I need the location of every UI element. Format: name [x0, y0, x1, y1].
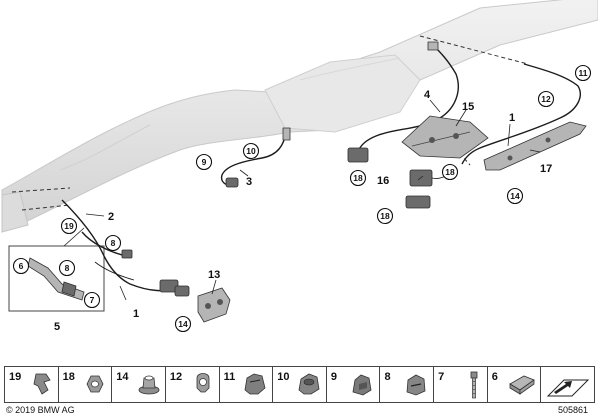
legend-number: 12 [169, 371, 183, 383]
legend-number: 18 [62, 371, 75, 383]
callout-circle-18-b: 18 [441, 163, 459, 181]
legend-number: 14 [116, 371, 129, 383]
callout-15: 15 [462, 101, 474, 113]
legend-number: 9 [330, 371, 337, 383]
parts-legend: 19 18 14 12 11 10 [4, 366, 595, 403]
clip-icon [33, 373, 51, 395]
callout-13: 13 [208, 269, 220, 281]
callout-2: 2 [108, 211, 114, 223]
legend-cell-14[interactable]: 14 [112, 367, 166, 402]
wiring-harness-upper [461, 63, 587, 171]
legend-cell-8[interactable]: 8 [380, 367, 435, 402]
svg-text:18: 18 [353, 173, 363, 183]
legend-number: 6 [491, 371, 498, 383]
oxygen-sensor-4 [347, 41, 459, 163]
cable-holder-icon [244, 373, 266, 395]
oxygen-sensor-3 [220, 127, 291, 188]
svg-text:8: 8 [111, 238, 116, 248]
direction-arrow-icon [546, 379, 590, 397]
legend-number: 19 [9, 371, 22, 383]
legend-number: 7 [438, 371, 445, 383]
legend-cell-arrow[interactable] [541, 367, 594, 402]
stud-bolt-icon [470, 371, 478, 399]
detail-box-5 [8, 245, 105, 312]
svg-text:10: 10 [246, 146, 256, 156]
legend-cell-12[interactable]: 12 [166, 367, 220, 402]
cable-holder-icon [353, 374, 372, 396]
svg-text:18: 18 [445, 167, 455, 177]
callout-16: 16 [377, 175, 389, 187]
legend-cell-9[interactable]: 9 [327, 367, 381, 402]
legend-cell-7[interactable]: 7 [434, 367, 488, 402]
cable-clamp-icon [196, 373, 209, 393]
svg-text:6: 6 [19, 261, 24, 271]
callout-circle-18-a: 18 [349, 169, 367, 187]
legend-cell-10[interactable]: 10 [273, 367, 327, 402]
protective-sleeve-icon [509, 375, 536, 395]
svg-text:14: 14 [178, 319, 188, 329]
callout-1-lower: 1 [133, 308, 139, 320]
copyright-text: © 2019 BMW AG [6, 405, 75, 415]
callout-5: 5 [54, 321, 60, 333]
flange-nut-icon [138, 375, 160, 395]
legend-cell-18[interactable]: 18 [59, 367, 113, 402]
legend-cell-11[interactable]: 11 [220, 367, 274, 402]
callout-circle-14-lower: 14 [174, 315, 192, 333]
svg-text:11: 11 [579, 68, 588, 78]
callout-circle-8-right: 8 [104, 234, 122, 252]
exhaust-pipe [1, 0, 598, 233]
cable-holder-icon [406, 374, 426, 396]
callout-circle-10: 10 [242, 142, 260, 160]
bracket-13 [197, 287, 231, 323]
callout-circle-18-c: 18 [376, 207, 394, 225]
callout-3: 3 [246, 176, 252, 188]
callout-leaders [85, 99, 541, 301]
callout-4: 4 [424, 89, 431, 101]
svg-text:14: 14 [510, 191, 520, 201]
callout-circle-9: 9 [195, 153, 213, 171]
hex-nut-icon [86, 375, 104, 393]
callout-circle-11: 11 [574, 64, 592, 82]
svg-text:18: 18 [380, 211, 390, 221]
heat-shield-15 [401, 115, 489, 159]
svg-text:8: 8 [65, 263, 70, 273]
callout-circle-7: 7 [83, 291, 101, 309]
wiring-harness-lower [61, 199, 190, 297]
svg-text:19: 19 [64, 221, 74, 231]
bracket-5 [27, 257, 85, 301]
legend-number: 11 [223, 371, 236, 383]
diagram-id: 505861 [557, 405, 588, 415]
cable-holder-icon [298, 373, 320, 395]
callout-1-main: 1 [509, 112, 515, 124]
callout-circle-19: 19 [60, 217, 78, 235]
svg-text:12: 12 [541, 94, 551, 104]
callout-circle-14-right: 14 [506, 187, 524, 205]
svg-text:9: 9 [202, 157, 207, 167]
legend-number: 8 [384, 371, 391, 383]
callout-circle-12: 12 [537, 90, 555, 108]
legend-cell-6[interactable]: 6 [488, 367, 542, 402]
legend-cell-19[interactable]: 19 [5, 367, 59, 402]
callout-17: 17 [540, 163, 552, 175]
legend-number: 10 [277, 371, 290, 383]
callout-circle-8-left: 8 [58, 259, 76, 277]
callout-circle-6: 6 [12, 257, 30, 275]
svg-text:7: 7 [90, 295, 95, 305]
